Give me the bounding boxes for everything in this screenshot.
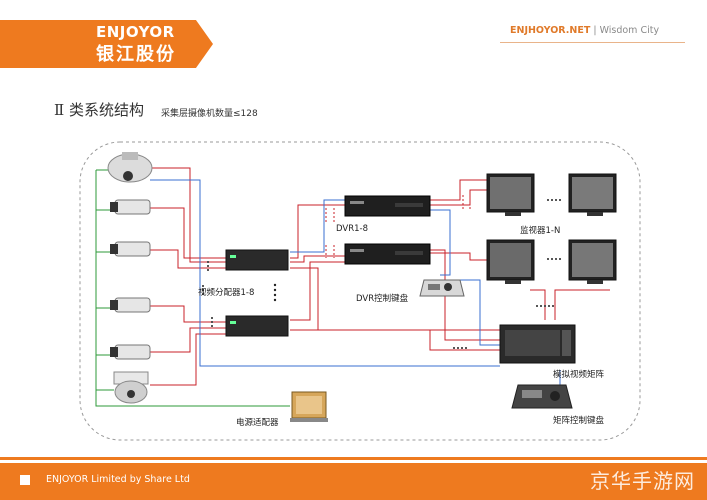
dome-camera-icon: [113, 371, 149, 404]
monitor-icon: [568, 173, 617, 216]
matrix-keyboard-label: 矩阵控制键盘: [553, 416, 605, 426]
video-distributor-icon: [225, 315, 289, 337]
continuation-dots: [202, 199, 561, 349]
site-link[interactable]: ENJHOYOR.NET: [510, 25, 591, 36]
header-tagline: ENJHOYOR.NET | Wisdom City: [510, 25, 659, 36]
dvr-label: DVR1-8: [336, 224, 368, 234]
distributor-label: 视频分配器1-8: [198, 288, 255, 298]
system-boundary: [79, 141, 641, 441]
bullet-camera-icon: [110, 241, 151, 257]
camera-video-wires: [150, 167, 610, 386]
branch-marks: [325, 195, 471, 258]
header-banner: [0, 20, 213, 68]
bullet-camera-icon: [110, 199, 151, 215]
footer-rule: [0, 457, 707, 460]
video-matrix-icon: [499, 324, 576, 364]
tagline-separator: |: [590, 25, 600, 36]
tagline-text: Wisdom City: [599, 25, 660, 36]
bullet-camera-icon: [110, 297, 151, 313]
power-adapter-label: 电源适配器: [236, 418, 279, 428]
monitors-label: 监视器1-N: [520, 226, 561, 236]
video-distributor-icon: [225, 249, 289, 271]
dvr-icon: [344, 195, 431, 217]
dvr-keyboard-label: DVR控制键盘: [356, 294, 409, 304]
watermark: 京华手游网: [590, 469, 695, 493]
power-wires: [95, 169, 290, 407]
dvr-icon: [344, 243, 431, 265]
monitor-icon: [486, 239, 535, 284]
matrix-label: 模拟视频矩阵: [553, 370, 605, 380]
bullet-camera-icon: [110, 344, 151, 360]
brand-logo-cn: 银江股份: [96, 44, 176, 65]
header-divider: [500, 42, 685, 43]
footer-square-icon: [20, 475, 30, 485]
power-adapter-icon: [290, 391, 328, 422]
control-wires: [150, 179, 561, 385]
matrix-keyboard-icon: [511, 384, 573, 409]
dvr-keyboard-icon: [419, 279, 465, 297]
footer-text: ENJOYOR Limited by Share Ltd: [46, 474, 190, 485]
page-subtitle: 采集层摄像机数量≤128: [161, 109, 258, 119]
page-title: Ⅱ 类系统结构: [54, 101, 144, 119]
monitor-icon: [486, 173, 535, 216]
footer-bar: [0, 463, 707, 500]
dome-camera-icon: [107, 152, 153, 183]
brand-logo-en: ENJOYOR: [96, 23, 175, 41]
monitor-icon: [568, 239, 617, 284]
